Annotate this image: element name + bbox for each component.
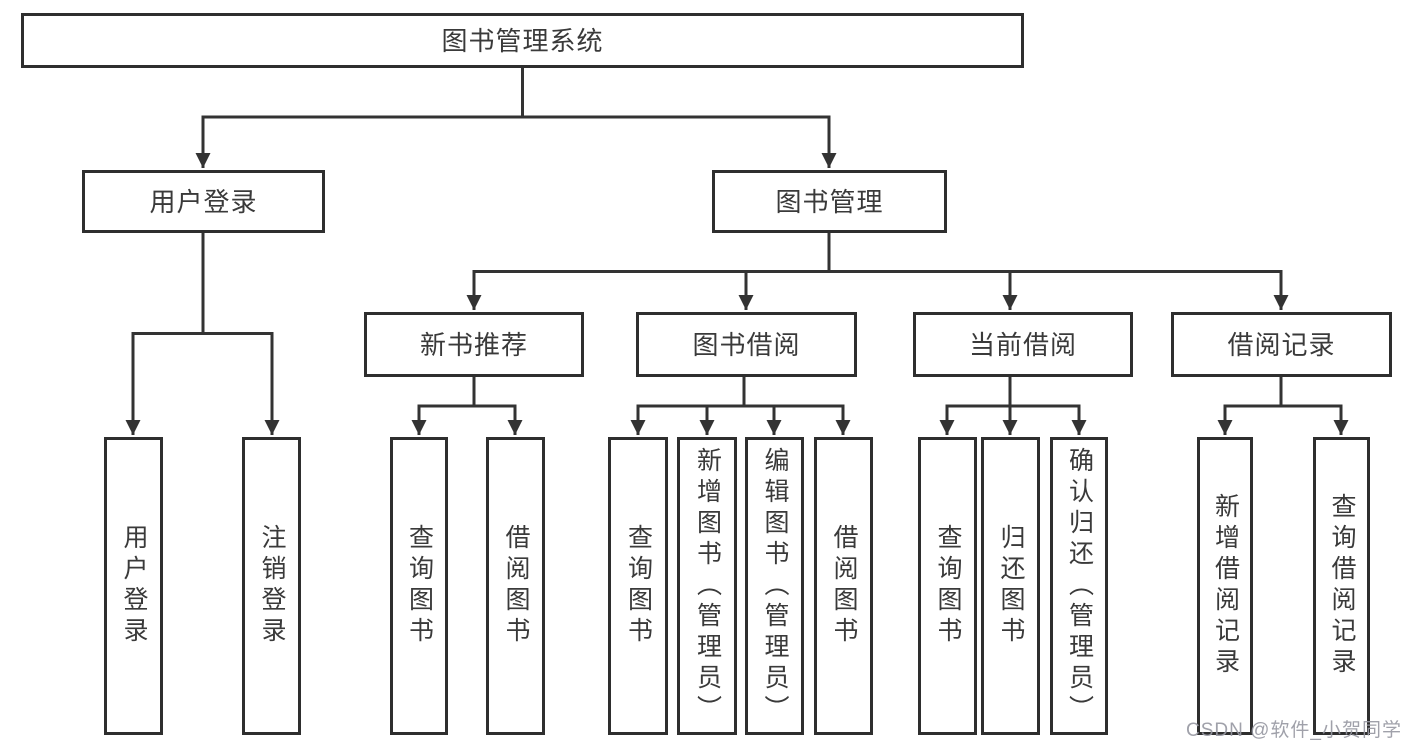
node-label: 用户登录 xyxy=(149,186,258,217)
node-book-borrow: 图书借阅 xyxy=(636,312,857,377)
node-library-management-system: 图书管理系统 xyxy=(21,13,1024,68)
node-label: 新书推荐 xyxy=(419,329,528,360)
node-label: 用户登录 xyxy=(120,524,148,648)
node-label: 借阅图书 xyxy=(830,524,858,648)
node-label: 借阅记录 xyxy=(1227,329,1336,360)
node-label: 借阅图书 xyxy=(502,524,530,648)
node-label: 编辑图书（管理员） xyxy=(761,446,789,726)
leaf-edit-books-admin: 编辑图书（管理员） xyxy=(745,437,804,735)
node-label: 归还图书 xyxy=(997,524,1025,648)
leaf-user-login: 用户登录 xyxy=(104,437,163,735)
connector-user-login-to-leaves xyxy=(125,233,280,435)
node-label: 查询图书 xyxy=(934,524,962,648)
node-borrow-records: 借阅记录 xyxy=(1171,312,1392,377)
leaf-return-books: 归还图书 xyxy=(981,437,1040,735)
connector-root-to-level2 xyxy=(195,68,837,168)
node-label: 新增图书（管理员） xyxy=(693,446,722,726)
connector-book-borrow-to-leaves xyxy=(630,377,851,435)
leaf-query-books-recommend: 查询图书 xyxy=(390,437,448,735)
leaf-add-borrow-record: 新增借阅记录 xyxy=(1197,437,1253,735)
node-label: 查询图书 xyxy=(405,524,434,648)
leaf-borrow-books-recommend: 借阅图书 xyxy=(486,437,545,735)
node-label: 当前借阅 xyxy=(968,329,1077,360)
node-label: 图书管理 xyxy=(775,186,884,217)
connector-new-book-recommend-to-leaves xyxy=(411,377,523,435)
leaf-logout: 注销登录 xyxy=(242,437,301,735)
node-book-management: 图书管理 xyxy=(712,170,947,233)
csdn-watermark: CSDN @软件_小贺同学 xyxy=(1186,720,1402,741)
leaf-query-books-current: 查询图书 xyxy=(918,437,977,735)
leaf-confirm-return-admin: 确认归还（管理员） xyxy=(1050,437,1108,735)
leaf-query-borrow-record: 查询借阅记录 xyxy=(1313,437,1370,735)
node-user-login: 用户登录 xyxy=(82,170,325,233)
node-label: 注销登录 xyxy=(258,524,286,648)
leaf-query-books-borrow: 查询图书 xyxy=(608,437,668,735)
node-label: 新增借阅记录 xyxy=(1211,493,1240,679)
node-label: 查询借阅记录 xyxy=(1328,493,1356,679)
connector-current-borrow-to-leaves xyxy=(939,377,1087,435)
connector-borrow-records-to-leaves xyxy=(1217,377,1349,435)
node-label: 图书管理系统 xyxy=(441,25,604,56)
node-new-book-recommend: 新书推荐 xyxy=(364,312,584,377)
connector-book-management-to-level3 xyxy=(466,233,1289,310)
node-current-borrow: 当前借阅 xyxy=(913,312,1133,377)
node-label: 查询图书 xyxy=(624,524,653,648)
node-label: 确认归还（管理员） xyxy=(1065,446,1094,726)
leaf-borrow-books: 借阅图书 xyxy=(814,437,873,735)
node-label: 图书借阅 xyxy=(692,329,801,360)
leaf-add-books-admin: 新增图书（管理员） xyxy=(677,437,737,735)
